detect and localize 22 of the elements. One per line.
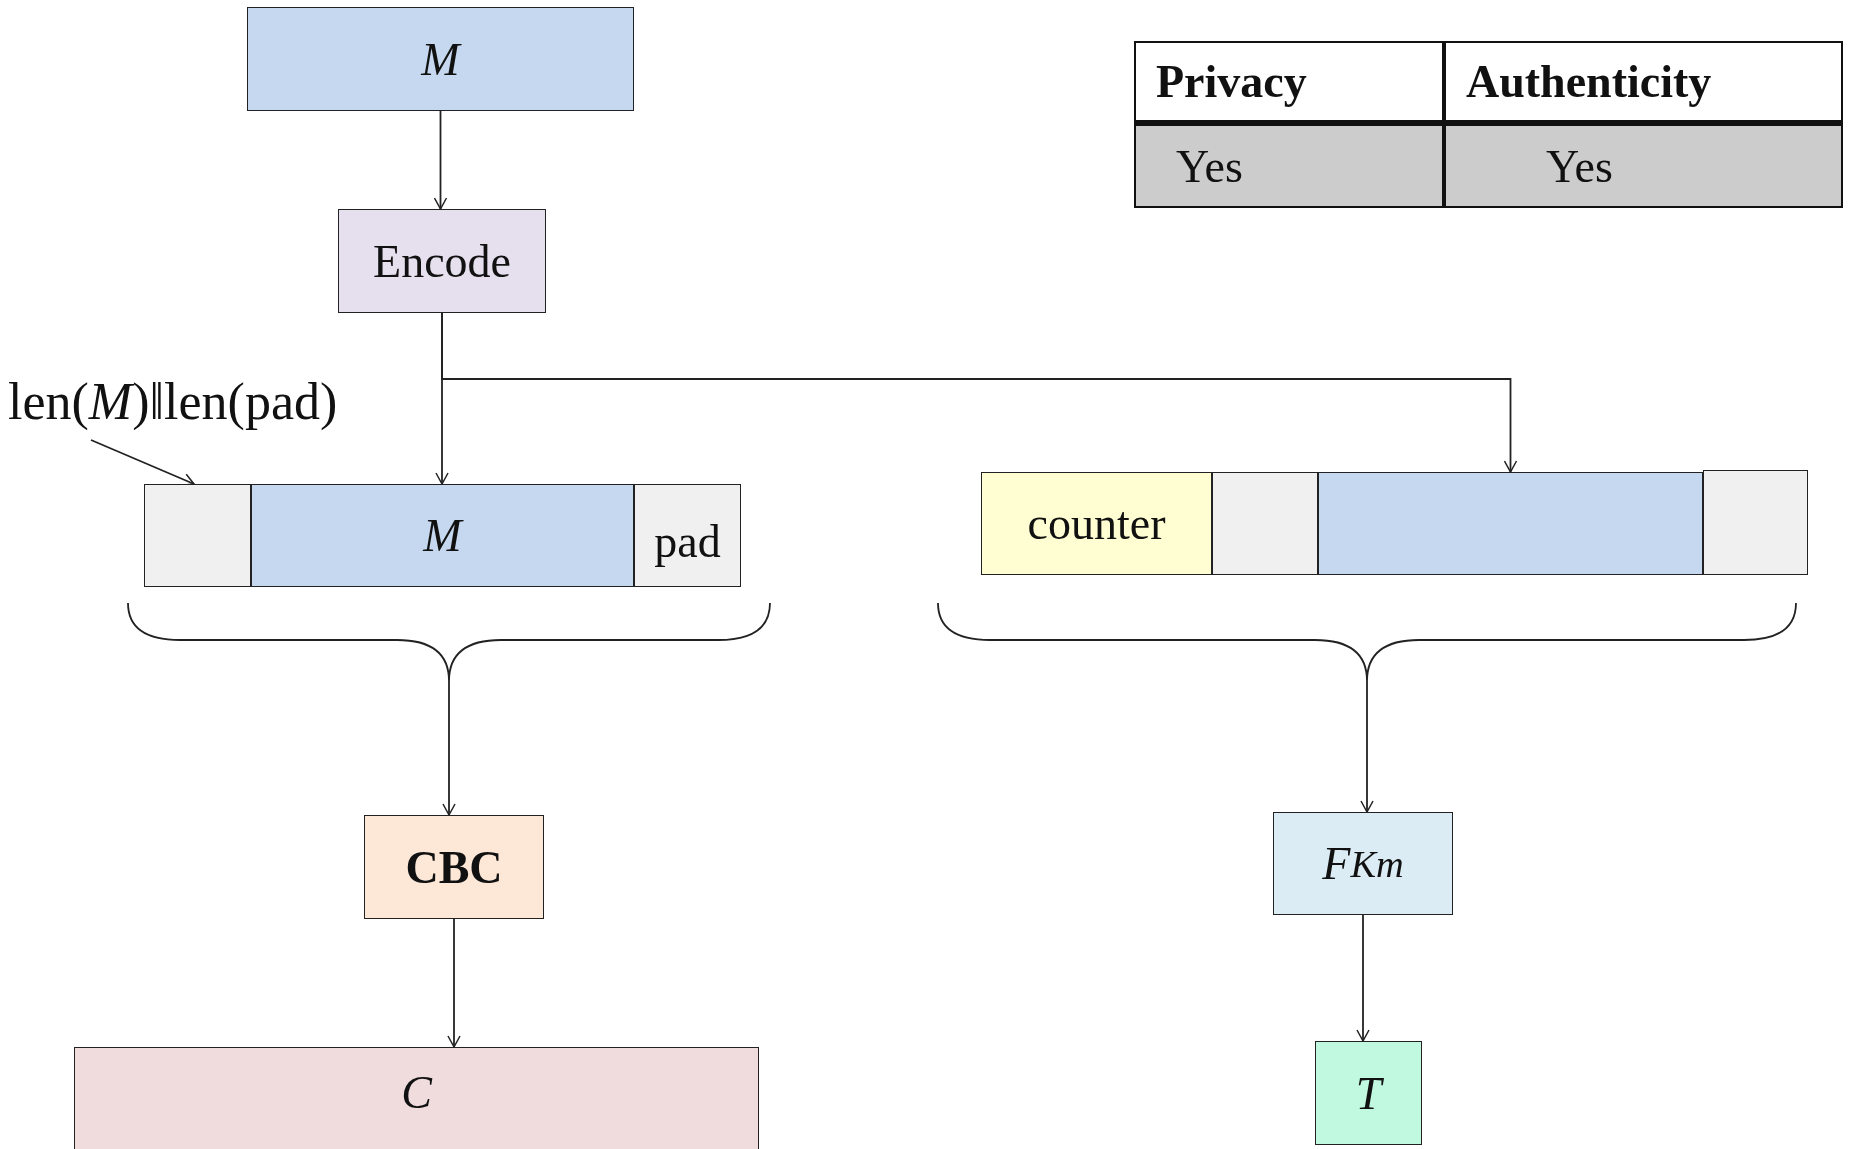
table-header: Privacy xyxy=(1134,41,1444,124)
arrow xyxy=(433,110,448,210)
counter-block: counter xyxy=(981,472,1212,575)
process-box: Encode xyxy=(338,209,546,313)
leader-label: len(M)‖len(pad) xyxy=(8,368,408,434)
curly-brace xyxy=(127,602,771,682)
leader-line xyxy=(90,439,195,486)
arrow xyxy=(442,680,456,816)
table-header: Authenticity xyxy=(1444,41,1843,124)
output-box: C xyxy=(74,1047,759,1149)
arrow xyxy=(441,312,1518,473)
output-box: T xyxy=(1315,1041,1422,1145)
pad-block: pad xyxy=(634,484,741,587)
message-block: M xyxy=(251,484,634,587)
arrow xyxy=(1356,914,1370,1042)
table-cell: Yes xyxy=(1444,124,1843,208)
table-cell: Yes xyxy=(1134,124,1444,208)
curly-brace xyxy=(937,602,1797,682)
arrow xyxy=(447,918,461,1048)
label-box: M xyxy=(247,7,634,111)
process-box: CBC xyxy=(364,815,544,919)
arrow xyxy=(1360,680,1374,813)
